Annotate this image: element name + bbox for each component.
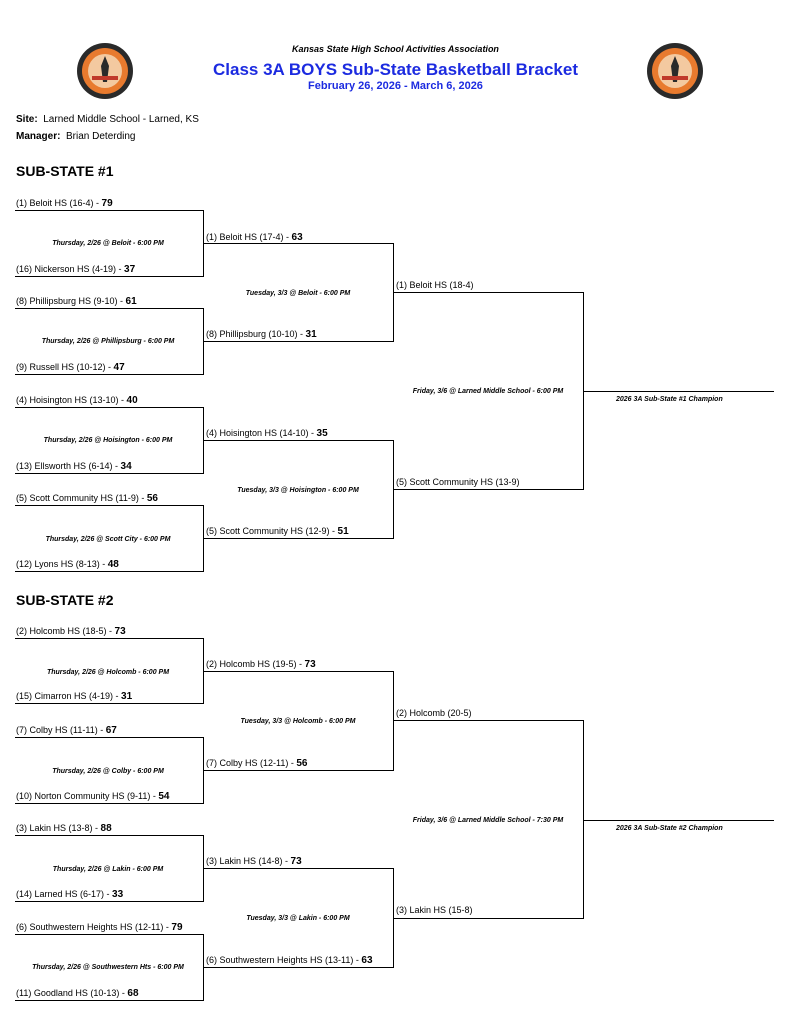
s2-r2-team: (7) Colby HS (12-11) - 56	[206, 758, 308, 769]
s1-r1-team: (12) Lyons HS (8-13) - 48	[16, 559, 119, 570]
s2-r3-team: (3) Lakin HS (15-8)	[396, 905, 473, 915]
organization-name: Kansas State High School Activities Asso…	[292, 44, 499, 54]
manager-value: Brian Deterding	[66, 131, 136, 142]
s1-r1-team: (5) Scott Community HS (11-9) - 56	[16, 493, 158, 504]
bracket-line	[203, 538, 394, 539]
manager-info: Manager: Brian Deterding	[16, 131, 136, 142]
s2-r1-team: (6) Southwestern Heights HS (12-11) - 79	[16, 922, 183, 933]
bracket-line	[583, 720, 584, 919]
s1-r1-team: (1) Beloit HS (16-4) - 79	[16, 198, 113, 209]
kshsaa-logo-right	[647, 43, 703, 99]
s2-r1-team: (14) Larned HS (6-17) - 33	[16, 889, 124, 900]
bracket-line	[203, 868, 394, 869]
game-info: Thursday, 2/26 @ Hoisington - 6:00 PM	[43, 437, 173, 444]
s1-r2-team: (8) Phillipsburg (10-10) - 31	[206, 329, 317, 340]
date-range: February 26, 2026 - March 6, 2026	[308, 80, 483, 92]
site-value: Larned Middle School - Larned, KS	[43, 114, 199, 125]
game-info: Tuesday, 3/3 @ Holcomb - 6:00 PM	[240, 718, 356, 725]
game-info: Friday, 3/6 @ Larned Middle School - 7:3…	[412, 817, 564, 824]
substate-1-heading: SUB-STATE #1	[16, 163, 114, 179]
bracket-line	[203, 671, 394, 672]
bracket-line	[15, 505, 204, 506]
s1-r3-team: (1) Beloit HS (18-4)	[396, 280, 474, 290]
bracket-line	[203, 243, 394, 244]
game-info: Friday, 3/6 @ Larned Middle School - 6:0…	[412, 388, 564, 395]
site-info: Site: Larned Middle School - Larned, KS	[16, 114, 199, 125]
kshsaa-logo-left	[77, 43, 133, 99]
bracket-line	[15, 374, 204, 375]
s2-r1-team: (2) Holcomb HS (18-5) - 73	[16, 626, 126, 637]
page-title: Class 3A BOYS Sub-State Basketball Brack…	[212, 60, 578, 79]
s2-r2-team: (6) Southwestern Heights HS (13-11) - 63	[206, 955, 373, 966]
s1-r2-team: (1) Beloit HS (17-4) - 63	[206, 232, 303, 243]
s2-r3-team: (2) Holcomb (20-5)	[396, 708, 472, 718]
bracket-line	[15, 276, 204, 277]
bracket-line	[393, 292, 584, 293]
bracket-line	[15, 638, 204, 639]
s2-r1-team: (10) Norton Community HS (9-11) - 54	[16, 791, 170, 802]
s2-r1-team: (7) Colby HS (11-11) - 67	[16, 725, 117, 736]
bracket-line	[15, 1000, 204, 1001]
s1-r1-team: (9) Russell HS (10-12) - 47	[16, 362, 125, 373]
game-info: Tuesday, 3/3 @ Hoisington - 6:00 PM	[237, 487, 359, 494]
bracket-line	[393, 918, 584, 919]
bracket-line	[393, 671, 394, 771]
bracket-line	[15, 703, 204, 704]
bracket-line	[15, 803, 204, 804]
bracket-line	[203, 770, 394, 771]
bracket-line	[15, 308, 204, 309]
champion-label: 2026 3A Sub-State #1 Champion	[616, 396, 723, 403]
game-info: Thursday, 2/26 @ Beloit - 6:00 PM	[52, 240, 164, 247]
bracket-line	[15, 407, 204, 408]
substate-2-heading: SUB-STATE #2	[16, 592, 114, 608]
bracket-line	[15, 210, 204, 211]
game-info: Tuesday, 3/3 @ Beloit - 6:00 PM	[245, 290, 351, 297]
s1-r3-team: (5) Scott Community HS (13-9)	[396, 477, 520, 487]
game-info: Thursday, 2/26 @ Phillipsburg - 6:00 PM	[41, 338, 175, 345]
bracket-line	[203, 341, 394, 342]
bracket-line	[203, 440, 394, 441]
s2-r2-team: (3) Lakin HS (14-8) - 73	[206, 856, 302, 867]
s2-r1-team: (15) Cimarron HS (4-19) - 31	[16, 691, 133, 702]
manager-label: Manager:	[16, 131, 61, 142]
site-label: Site:	[16, 114, 38, 125]
s2-r2-team: (2) Holcomb HS (19-5) - 73	[206, 659, 316, 670]
bracket-line	[393, 720, 584, 721]
s1-r1-team: (13) Ellsworth HS (6-14) - 34	[16, 461, 132, 472]
champion-label: 2026 3A Sub-State #2 Champion	[616, 825, 723, 832]
bracket-line	[15, 571, 204, 572]
bracket-line	[583, 391, 774, 392]
s1-r1-team: (8) Phillipsburg HS (9-10) - 61	[16, 296, 137, 307]
bracket-line	[15, 473, 204, 474]
game-info: Thursday, 2/26 @ Colby - 6:00 PM	[52, 768, 164, 775]
s1-r2-team: (4) Hoisington HS (14-10) - 35	[206, 428, 328, 439]
bracket-line	[15, 934, 204, 935]
bracket-line	[15, 901, 204, 902]
bracket-line	[583, 820, 774, 821]
s2-r1-team: (11) Goodland HS (10-13) - 68	[16, 988, 139, 999]
s1-r1-team: (16) Nickerson HS (4-19) - 37	[16, 264, 136, 275]
game-info: Thursday, 2/26 @ Lakin - 6:00 PM	[52, 866, 164, 873]
game-info: Thursday, 2/26 @ Southwestern Hts - 6:00…	[32, 964, 184, 971]
bracket-line	[15, 835, 204, 836]
s1-r2-team: (5) Scott Community HS (12-9) - 51	[206, 526, 349, 537]
game-info: Thursday, 2/26 @ Scott City - 6:00 PM	[45, 536, 171, 543]
bracket-line	[393, 489, 584, 490]
game-info: Tuesday, 3/3 @ Lakin - 6:00 PM	[246, 915, 350, 922]
bracket-line	[15, 737, 204, 738]
game-info: Thursday, 2/26 @ Holcomb - 6:00 PM	[46, 669, 170, 676]
bracket-line	[203, 967, 394, 968]
s1-r1-team: (4) Hoisington HS (13-10) - 40	[16, 395, 138, 406]
s2-r1-team: (3) Lakin HS (13-8) - 88	[16, 823, 112, 834]
